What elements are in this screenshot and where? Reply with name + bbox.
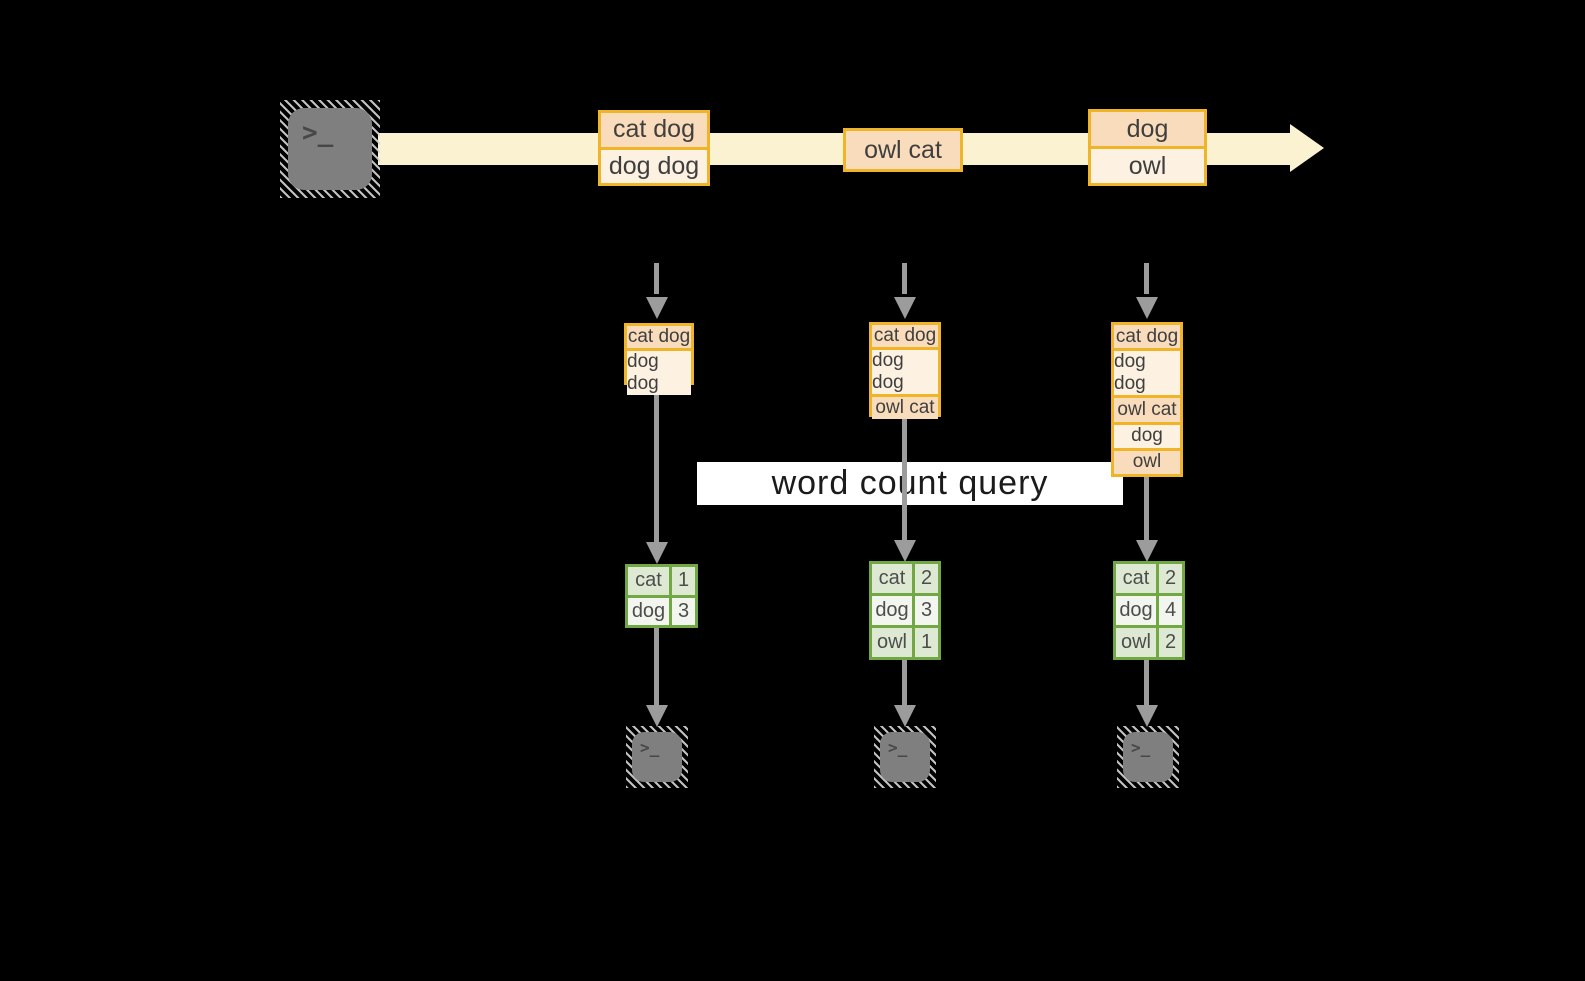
arrow-line (1144, 660, 1149, 706)
terminal-icon: >_ (1123, 732, 1173, 782)
stream-record: dog (1091, 112, 1204, 146)
micro-batch-2: cat dog dog dog owl cat (869, 322, 941, 419)
terminal-prompt-glyph: >_ (1131, 738, 1151, 757)
stream-record: dog dog (601, 146, 707, 183)
count-cell: 1 (669, 567, 695, 595)
result-table-3: cat 2 dog 4 owl 2 (1113, 561, 1185, 660)
arrow-head (646, 705, 668, 727)
record-row: cat dog (627, 326, 691, 348)
word-cell: owl (872, 628, 912, 657)
table-row: owl 2 (1116, 625, 1182, 657)
stream-record: owl (1091, 146, 1204, 183)
record-row: dog dog (1114, 348, 1180, 396)
stream-arrow-head (1290, 124, 1324, 172)
word-cell: cat (872, 564, 912, 593)
count-cell: 2 (1156, 628, 1182, 657)
output-terminal-3: >_ (1117, 726, 1179, 788)
table-row: cat 1 (628, 567, 695, 595)
output-terminal-1: >_ (626, 726, 688, 788)
count-cell: 2 (912, 564, 938, 593)
count-cell: 4 (1156, 596, 1182, 625)
table-row: dog 4 (1116, 593, 1182, 625)
arrow-line (654, 385, 659, 543)
stream-record: cat dog (601, 113, 707, 147)
arrow-line (902, 417, 907, 541)
arrow-head (894, 540, 916, 562)
count-cell: 1 (912, 628, 938, 657)
word-cell: cat (1116, 564, 1156, 593)
stream-batch-2: owl cat (843, 128, 963, 172)
stream-batch-1: cat dog dog dog (598, 110, 710, 186)
record-row: owl cat (1114, 395, 1180, 422)
arrow-head (646, 542, 668, 564)
terminal-icon: >_ (288, 108, 372, 190)
result-table-2: cat 2 dog 3 owl 1 (869, 561, 941, 660)
table-row: cat 2 (1116, 564, 1182, 593)
query-label: word count query (771, 464, 1049, 502)
arrow-line (902, 660, 907, 706)
stream-batch-3: dog owl (1088, 109, 1207, 186)
dashed-arrow-head (1136, 297, 1158, 319)
arrow-head (1136, 705, 1158, 727)
arrow-head (1136, 540, 1158, 562)
count-cell: 2 (1156, 564, 1182, 593)
count-cell: 3 (912, 596, 938, 625)
word-cell: dog (628, 597, 669, 625)
record-row: dog (1114, 421, 1180, 448)
table-row: dog 3 (872, 593, 938, 625)
record-row: dog dog (872, 347, 938, 394)
arrow-line (654, 628, 659, 706)
stream-record: owl cat (846, 131, 960, 169)
record-row: owl (1114, 447, 1180, 474)
dashed-arrow-head (894, 297, 916, 319)
record-row: owl cat (872, 394, 938, 419)
terminal-icon: >_ (880, 732, 930, 782)
count-cell: 3 (669, 597, 695, 625)
micro-batch-1: cat dog dog dog (624, 323, 694, 395)
terminal-prompt-glyph: >_ (888, 738, 908, 757)
record-row: dog dog (627, 348, 691, 395)
query-band: word count query (697, 462, 1123, 505)
terminal-prompt-glyph: >_ (302, 118, 334, 148)
table-row: owl 1 (872, 625, 938, 657)
dashed-arrow-line (1144, 263, 1149, 294)
dashed-arrow-line (654, 263, 659, 294)
terminal-icon: >_ (632, 732, 682, 782)
table-row: cat 2 (872, 564, 938, 593)
output-terminal-2: >_ (874, 726, 936, 788)
arrow-line (1144, 477, 1149, 541)
word-cell: dog (872, 596, 912, 625)
source-terminal: >_ (280, 100, 380, 198)
word-cell: dog (1116, 596, 1156, 625)
table-row: dog 3 (628, 594, 695, 625)
word-cell: owl (1116, 628, 1156, 657)
record-row: cat dog (872, 325, 938, 347)
terminal-prompt-glyph: >_ (640, 738, 660, 757)
word-cell: cat (628, 567, 669, 595)
arrow-head (894, 705, 916, 727)
dashed-arrow-line (902, 263, 907, 294)
dashed-arrow-head (646, 297, 668, 319)
result-table-1: cat 1 dog 3 (625, 564, 698, 628)
record-row: cat dog (1114, 325, 1180, 349)
micro-batch-3: cat dog dog dog owl cat dog owl (1111, 322, 1183, 477)
